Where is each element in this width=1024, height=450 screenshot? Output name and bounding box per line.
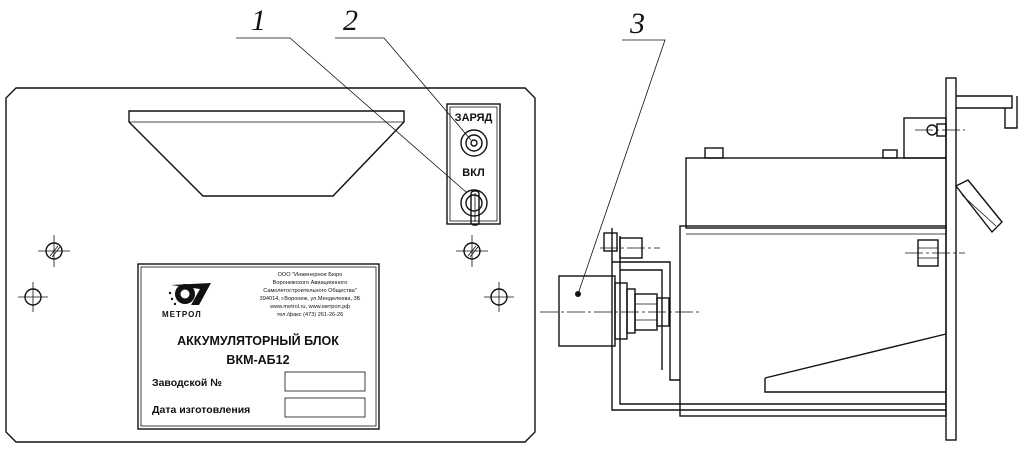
- company-line-6: тел./факс (473) 261-26-26: [277, 312, 344, 318]
- callout-1: 1: [236, 4, 467, 193]
- power-toggle-switch: [460, 189, 488, 226]
- front-view: ЗАРЯД ВКЛ: [5, 87, 536, 443]
- top-window: [128, 110, 405, 197]
- connector: [558, 275, 670, 347]
- charge-socket: [460, 129, 488, 157]
- company-line-5: www.metrol.ru, www.метрол.рф: [269, 304, 350, 310]
- battery-upper: [685, 157, 947, 229]
- callout-3-number: 3: [629, 7, 645, 40]
- front-body-outline: [5, 87, 536, 443]
- power-label: ВКЛ: [462, 167, 484, 179]
- callout-1-number: 1: [251, 4, 266, 37]
- company-line-2: Воронежского Авиационного: [273, 280, 348, 286]
- product-title: АККУМУЛЯТОРНЫЙ БЛОК: [177, 333, 339, 348]
- mount-hole-left: [18, 282, 48, 312]
- product-model: ВКМ-АБ12: [226, 353, 289, 367]
- date-field: [284, 397, 366, 418]
- metrol-logo: МЕТРОЛ: [162, 283, 211, 319]
- side-front-plate: [945, 77, 957, 441]
- logo-text: МЕТРОЛ: [162, 310, 202, 319]
- nameplate: МЕТРОЛ ООО "Инженерное Бюро Воронежского…: [137, 263, 380, 430]
- screw-left: [38, 235, 70, 267]
- callout-2-number: 2: [343, 4, 358, 37]
- serial-label: Заводской №: [152, 377, 222, 389]
- mount-hole-right: [484, 282, 514, 312]
- company-line-1: ООО "Инженерное Бюро: [278, 272, 343, 278]
- callout-2: 2: [335, 4, 472, 141]
- screw-right: [456, 235, 488, 267]
- company-line-4: 394014, г.Воронеж, ул.Менделеева, 3Б: [260, 296, 361, 302]
- date-label: Дата изготовления: [152, 404, 250, 416]
- charge-label: ЗАРЯД: [455, 112, 493, 124]
- company-line-3: Самолетостроительного Общества": [263, 288, 357, 294]
- side-view: [540, 77, 1018, 441]
- side-toggle: [954, 179, 1003, 234]
- serial-field: [284, 371, 366, 392]
- switch-panel: [446, 103, 501, 225]
- battery-lower: [679, 225, 947, 417]
- callout-3: 3: [577, 7, 666, 295]
